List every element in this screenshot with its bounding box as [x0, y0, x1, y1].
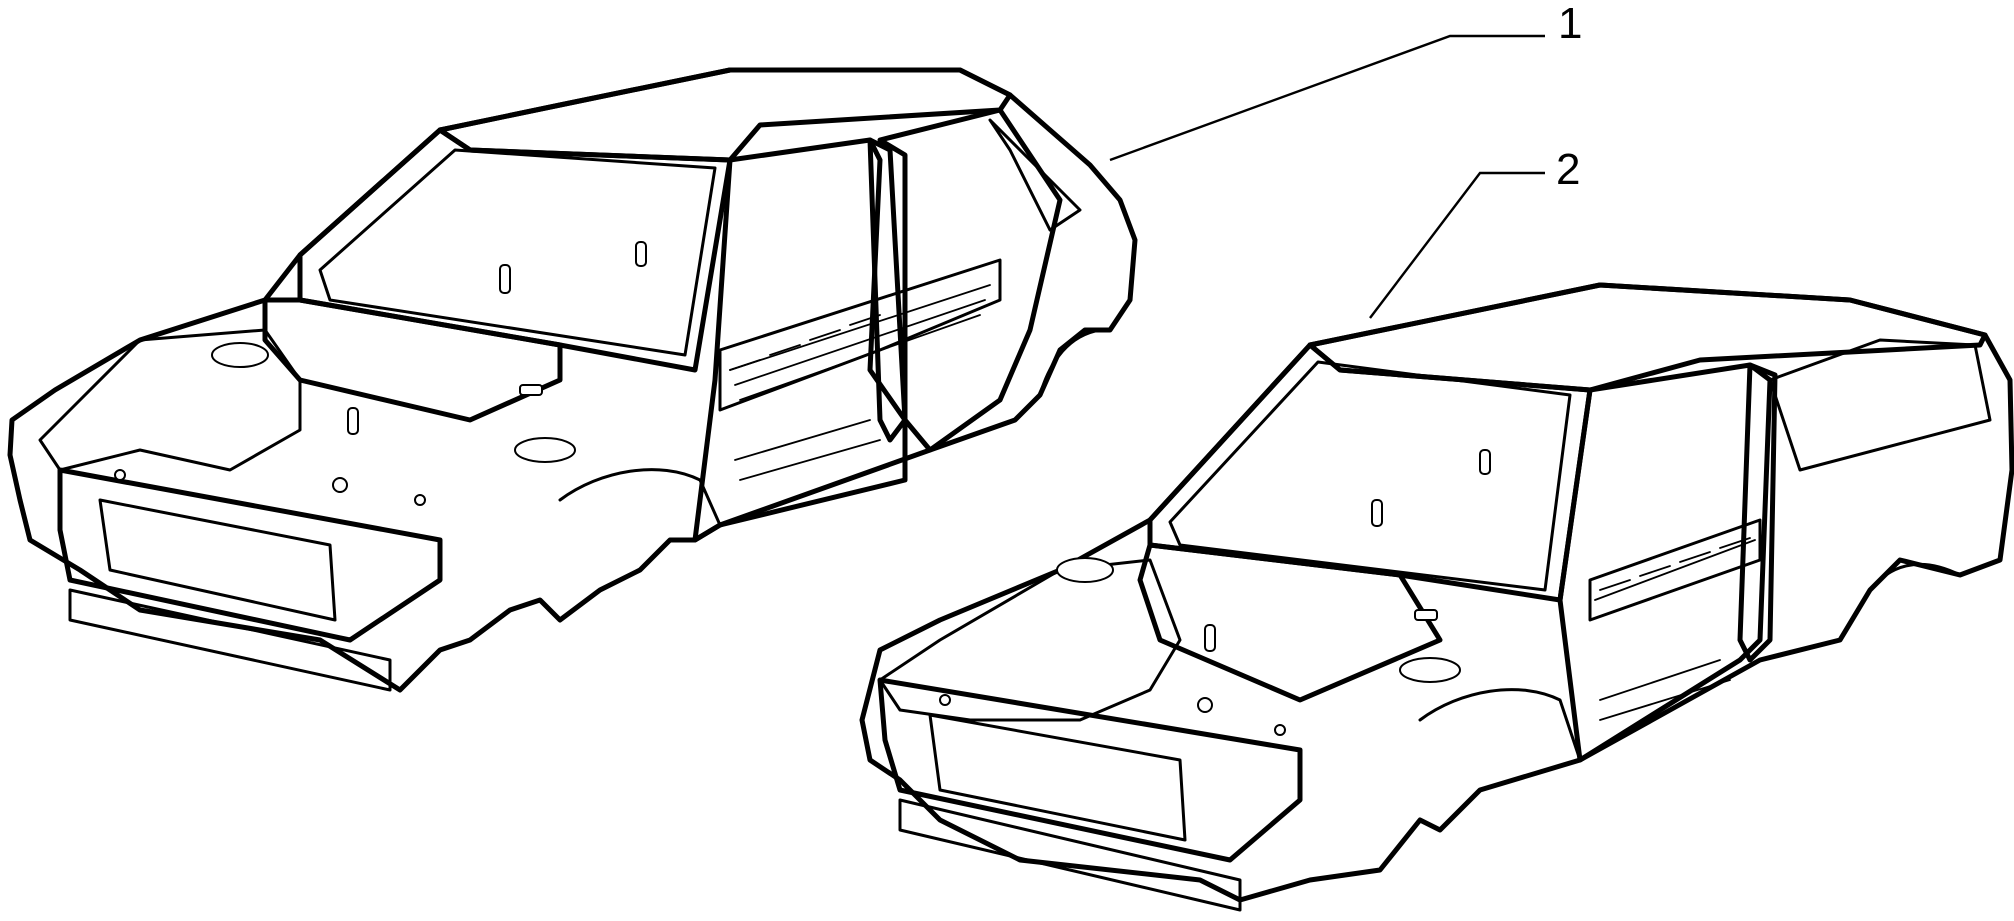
- callout-2: 2: [1369, 145, 1580, 319]
- shell-1-bulkhead: [262, 297, 563, 423]
- shell-1-lower-crossmember: [68, 588, 392, 692]
- shell-1-floor: [718, 258, 1002, 412]
- shell-1-strut-tower-left: [211, 342, 269, 368]
- shell-1-engine-bay: [38, 328, 302, 472]
- shell-2-strut-tower-right: [1399, 657, 1461, 683]
- shell-1-outline: [7, 67, 1138, 693]
- shell-2-bulkhead: [1137, 542, 1443, 703]
- shell-2-details: [939, 449, 1751, 736]
- shell-1-radiator-frame: [98, 498, 337, 622]
- shell-1-rear-door-opening: [877, 107, 1063, 453]
- shell-1-windscreen-inner: [318, 148, 717, 357]
- shell-2-lower-crossmember: [898, 798, 1242, 912]
- shell-2-quarter-window: [1768, 338, 1992, 472]
- body-shell-3-door: [859, 282, 2014, 912]
- shell-2-floor-ribs: [1594, 539, 1756, 721]
- callout-1-leader: [1109, 34, 1545, 162]
- shell-1-floor-ribs: [729, 284, 991, 481]
- shell-1-front-door-opening: [692, 137, 908, 543]
- callout-2-label: 2: [1556, 145, 1580, 194]
- shell-2-engine-bay: [878, 558, 1182, 722]
- body-shell-5-door: [7, 67, 1138, 693]
- callout-1: 1: [1109, 0, 1582, 162]
- shell-2-b-pillar: [1737, 362, 1778, 663]
- shell-2-strut-tower-left: [1056, 557, 1114, 583]
- shell-1-b-pillar: [867, 137, 908, 443]
- shell-1-rear-window: [988, 118, 1082, 232]
- shell-2-front-wheel-arch: [1418, 688, 1582, 762]
- shell-2-front-crossmember: [877, 677, 1303, 863]
- shell-1-front-crossmember: [57, 467, 443, 643]
- shell-2-rear-wheel-arch: [1868, 562, 1962, 592]
- shell-1-strut-tower-right: [514, 437, 576, 463]
- shell-1-front-wheel-arch: [558, 468, 722, 527]
- shell-2-floor: [1588, 518, 1762, 622]
- shell-1-roof: [437, 67, 1013, 163]
- shell-2-radiator-frame: [928, 713, 1187, 842]
- shell-2-windscreen-inner: [1168, 360, 1572, 592]
- shell-1-details: [114, 241, 881, 506]
- callout-1-label: 1: [1558, 0, 1582, 48]
- callout-2-leader: [1369, 171, 1545, 319]
- shell-1-rear-wheel-arch: [1038, 328, 1102, 397]
